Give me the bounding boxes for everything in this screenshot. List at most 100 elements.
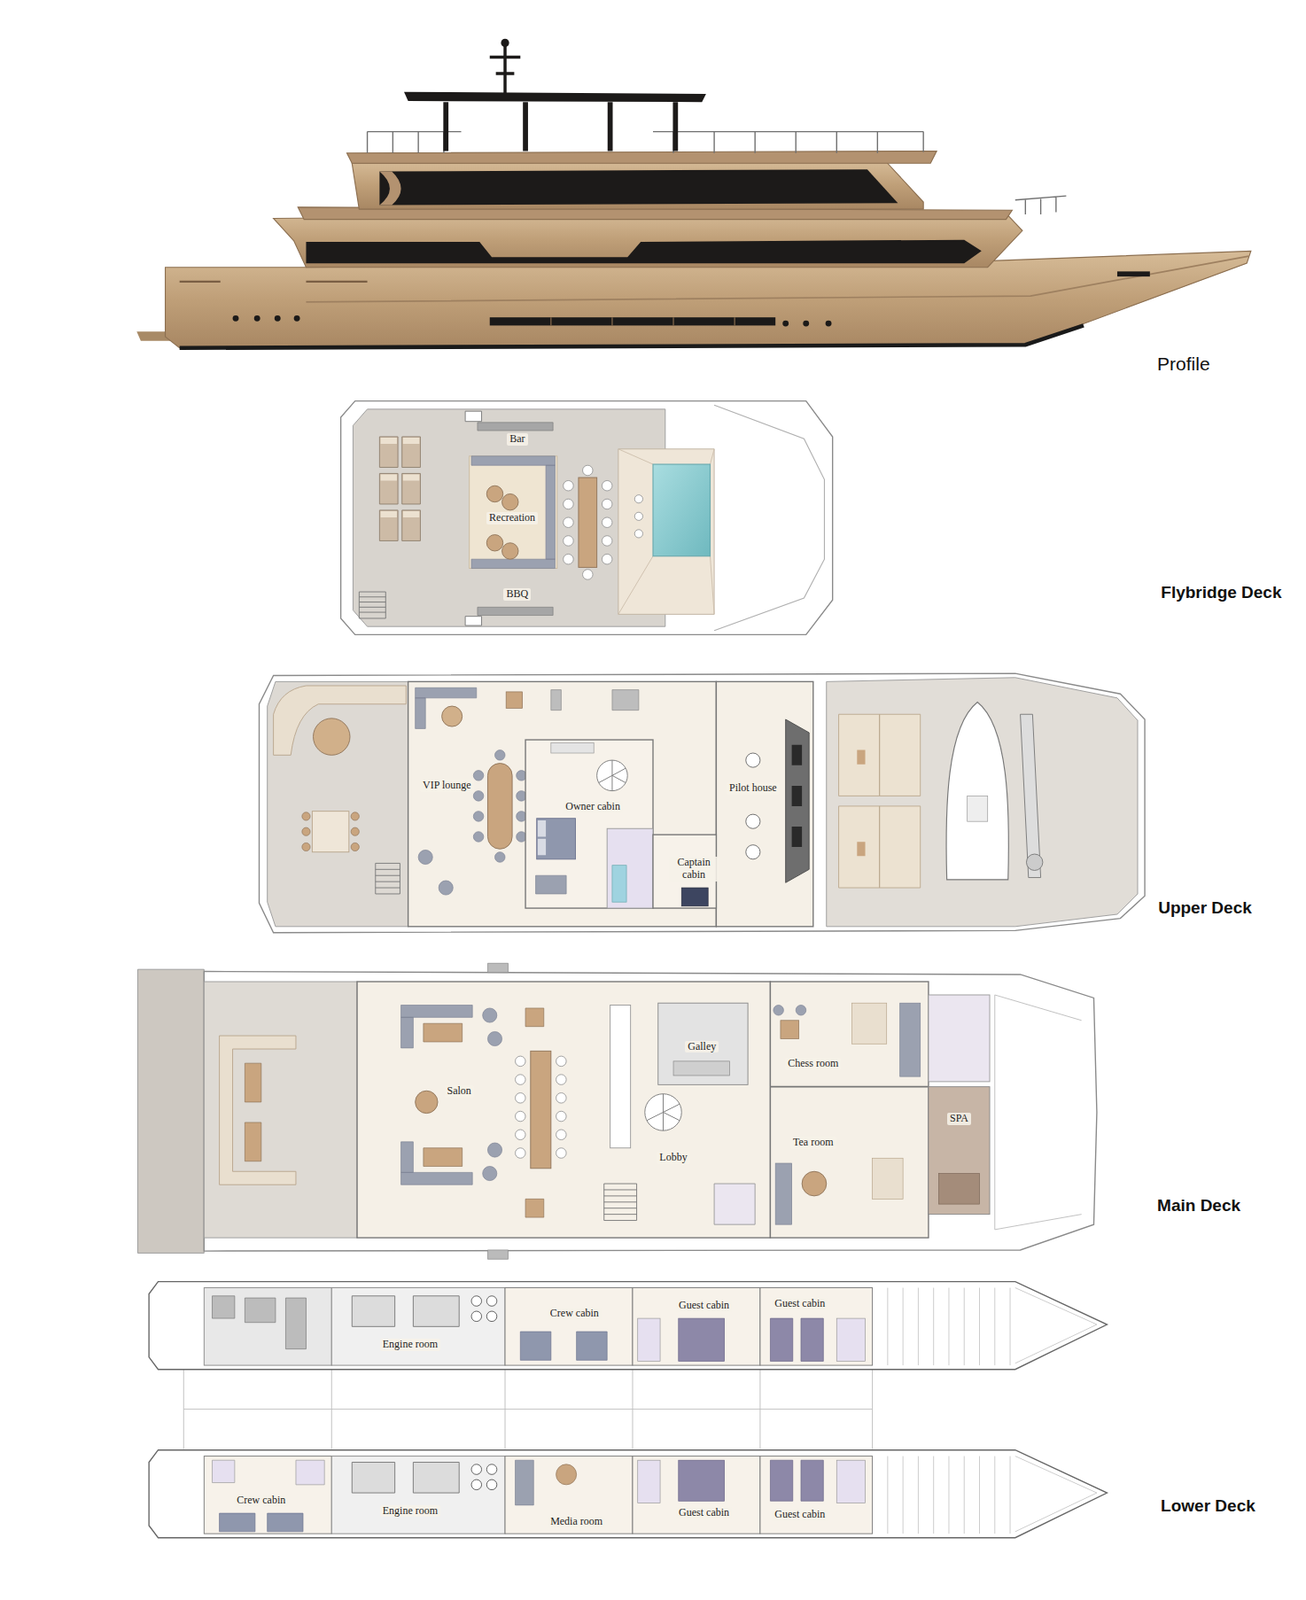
hull-window-bars (551, 317, 735, 326)
room-label-area: Bar (506, 433, 528, 446)
room-label-area: Lobby (656, 1151, 690, 1165)
pool-deck (618, 449, 715, 615)
spiral-stairs (645, 1094, 682, 1131)
vip-armchairs (418, 849, 453, 895)
hardtop (404, 92, 707, 103)
room-label-area: Captain cabin (668, 856, 719, 882)
crew-fittings (212, 1460, 326, 1485)
room-label-area: Media room (547, 1515, 606, 1529)
room-name: Media room (550, 1515, 603, 1529)
sun-pads (839, 714, 921, 888)
galley (658, 1002, 748, 1085)
room-name: Recreation (489, 512, 536, 525)
room-name: Tea room (792, 1136, 833, 1150)
guest-bath (836, 1318, 865, 1361)
hull-window (489, 317, 776, 326)
crew-beds (219, 1513, 304, 1532)
media-sofa (515, 1460, 535, 1506)
room-name: Guest cabin (774, 1298, 825, 1311)
aft-tables (244, 1063, 261, 1162)
interior-floor (357, 981, 770, 1238)
bathrooms (928, 995, 990, 1082)
salon-armchairs (482, 1008, 503, 1182)
room-name: Engine room (382, 1505, 438, 1518)
dining-chairs (563, 465, 613, 580)
forward-rooms (769, 981, 928, 1238)
chess-table (780, 1020, 800, 1040)
engine-room (331, 1288, 506, 1367)
room-label-area: Crew cabin (233, 1494, 288, 1508)
room-label-area: Recreation (486, 512, 538, 525)
starboard-hull (148, 1282, 1107, 1370)
media-table (556, 1464, 577, 1485)
room-label-area: Guest cabin (676, 1507, 732, 1520)
chess-desk (852, 1002, 887, 1044)
room-label-area: BBQ (503, 588, 531, 601)
upper-deckhouse (351, 161, 924, 210)
vip-dining-table (487, 763, 513, 850)
hull-outline (148, 1282, 1107, 1370)
bow-lines (995, 995, 1082, 1230)
guest-bed (678, 1460, 725, 1501)
deck-title: Upper Deck (1158, 898, 1252, 918)
guest-cabin (632, 1456, 761, 1535)
stern-machinery (212, 1296, 307, 1350)
hull-outline (148, 1450, 1107, 1539)
stairs (358, 591, 386, 619)
vip-cabinets (551, 690, 639, 711)
crane (1020, 714, 1042, 878)
flybridge-plan (341, 401, 833, 636)
room-name: SPA (949, 1112, 969, 1126)
room-name: Owner cabin (565, 800, 621, 814)
aft-dining-table (311, 811, 349, 853)
bow-frames (887, 1288, 1097, 1367)
radome (500, 38, 509, 47)
hull-line (714, 404, 825, 631)
deck-title: Main Deck (1157, 1196, 1241, 1216)
owner-sofa (536, 875, 568, 894)
pool-stools (634, 495, 643, 538)
upper-deck-plan (258, 673, 1145, 933)
flybridge-railing (367, 132, 925, 154)
foredeck (826, 677, 1138, 927)
room-name: Pilot house (729, 782, 778, 795)
spiral-stair (597, 760, 629, 792)
sun-pad-tables (856, 750, 865, 857)
side-tables (525, 1008, 545, 1218)
hardtop-pillars (445, 101, 676, 151)
room-label-area: Salon (444, 1085, 475, 1098)
bathtub (612, 865, 627, 902)
deck-title: Flybridge Deck (1160, 583, 1282, 603)
deck-title: Lower Deck (1160, 1496, 1256, 1516)
helm-console (785, 719, 809, 883)
galley-island (673, 1061, 730, 1076)
deck-plan: Profile (132, 31, 1256, 379)
guest-cabin (760, 1456, 873, 1535)
room-label-area: Engine room (380, 1505, 441, 1518)
helm-chairs (746, 753, 761, 860)
aft-stairs (375, 862, 401, 894)
deck-plan: Lower DeckEngine roomCrew cabinGuest cab… (142, 1270, 1301, 1548)
room-wall (769, 1086, 928, 1089)
room-name: Engine room (382, 1338, 438, 1352)
room-label-area: Guest cabin (771, 1298, 828, 1311)
service-counter (610, 1005, 631, 1149)
room-label-area: Guest cabin (771, 1508, 828, 1522)
pilot-house-floor (715, 681, 813, 926)
room-name: BBQ (505, 588, 529, 601)
chess-sofa (900, 1002, 921, 1077)
tender-boat (946, 701, 1009, 879)
guest-cabin (632, 1288, 761, 1367)
spa-bench (938, 1173, 980, 1205)
owner-bathroom (606, 828, 653, 909)
room-label-area: Guest cabin (676, 1299, 732, 1313)
pool-deck-lines (618, 449, 715, 615)
crane-base (1026, 854, 1042, 871)
mast (489, 45, 521, 94)
lounger-pillows (380, 437, 420, 518)
room-label-area: Owner cabin (562, 800, 623, 814)
room-label-area: Galley (684, 1041, 719, 1054)
room-label-area: Crew cabin (547, 1307, 602, 1321)
filters (471, 1296, 498, 1322)
room-label-area: Chess room (785, 1057, 841, 1071)
